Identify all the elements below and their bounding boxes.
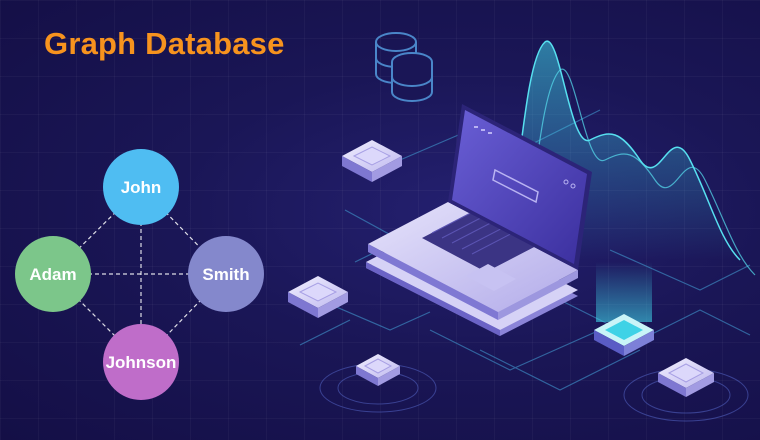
graph-node-label-johnson: Johnson (106, 353, 177, 372)
graph-node-label-john: John (121, 178, 162, 197)
graph-node-label-adam: Adam (29, 265, 76, 284)
graph-node-johnson (103, 324, 179, 400)
graph-node-label-smith: Smith (202, 265, 249, 284)
server-block-icon (288, 140, 714, 397)
graph-node-john (103, 149, 179, 225)
page-title: Graph Database (44, 26, 285, 61)
graph-node-smith (188, 236, 264, 312)
database-stack-icon (375, 32, 433, 102)
laptop-icon (366, 104, 592, 336)
graph-node-adam (15, 236, 91, 312)
